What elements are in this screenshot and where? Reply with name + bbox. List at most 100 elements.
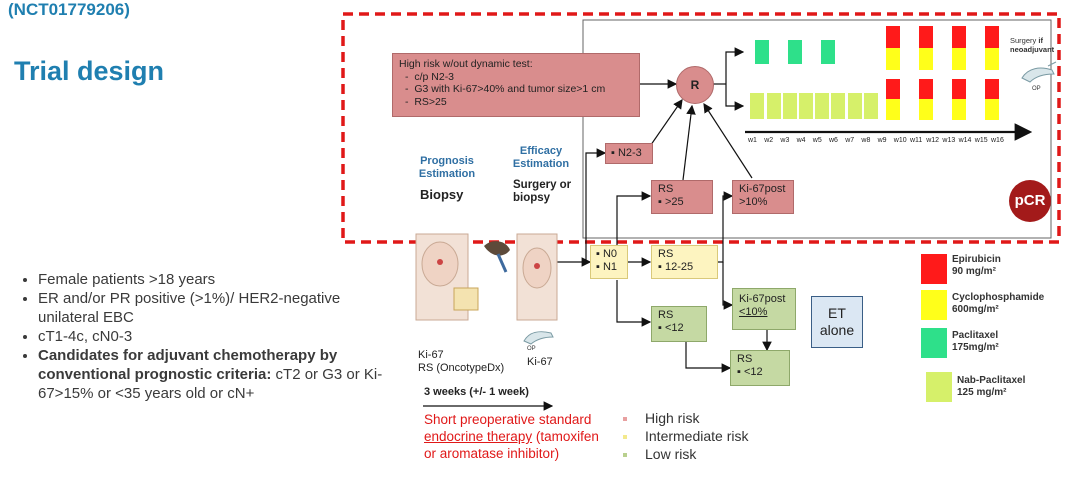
epirubicin-upper-1 (886, 26, 900, 48)
criterion-3: cT1-4c, cN0-3 (38, 327, 398, 346)
cyclophosphamide-lower-3 (952, 99, 966, 120)
high-risk-box: High risk w/out dynamic test: - c/p N2-3… (392, 53, 640, 117)
surgery-or-biopsy-label: Surgery or biopsy (513, 179, 572, 204)
nab-paclitaxel-dose-7 (848, 93, 862, 119)
et-alone-box: ET alone (811, 296, 863, 348)
criterion-4-rest: cT2 or G3 or Ki-67>15% or <35 years old … (38, 366, 383, 402)
week-label-w13: w13 (942, 137, 956, 144)
biopsy-label: Biopsy (420, 187, 464, 202)
high-risk-item-2: - G3 with Ki-67>40% and tumor size>1 cm (405, 83, 606, 95)
box-n2-3: ▪ N2-3 (605, 143, 653, 164)
inclusion-criteria: Female patients >18 years ER and/or PR p… (18, 270, 398, 403)
week-label-w12: w12 (926, 137, 940, 144)
epirubicin-lower-2 (919, 79, 933, 99)
week-label-w4: w4 (796, 137, 806, 144)
high-risk-item-3: - RS>25 (405, 95, 447, 108)
breast-surgery-illustration (516, 233, 558, 321)
ki67-label-left: Ki-67 (418, 349, 444, 361)
nab-paclitaxel-dose-3 (783, 93, 797, 119)
criterion-4-bold: Candidates for adjuvant chemotherapy by … (38, 347, 338, 383)
weeks-duration-label: 3 weeks (+/- 1 week) (424, 386, 529, 398)
week-label-w5: w5 (812, 137, 822, 144)
risk-legend-low: Low risk (623, 446, 696, 462)
nab-paclitaxel-dose-8 (864, 93, 878, 119)
week-label-w15: w15 (974, 137, 988, 144)
criterion-4: Candidates for adjuvant chemotherapy by … (38, 346, 398, 403)
box-ki67-post-low: Ki-67post <10% (732, 288, 796, 330)
surgery-if-neoadjuvant: Surgery if neoadjuvant (1010, 36, 1055, 54)
legend-swatch-epirubicin (921, 254, 947, 284)
week-label-w3: w3 (780, 137, 790, 144)
risk-dot-low (623, 453, 627, 458)
dashed-outline (341, 12, 1061, 244)
week-label-w9: w9 (877, 137, 887, 144)
legend-swatch-cyclophosphamide (921, 290, 947, 320)
week-label-w16: w16 (991, 137, 1004, 144)
breast-biopsy-illustration (415, 233, 510, 321)
nab-paclitaxel-dose-1 (750, 93, 764, 119)
box-n0-n1: ▪ N0 ▪ N1 (590, 245, 628, 279)
cyclophosphamide-upper-3 (952, 48, 966, 70)
endocrine-therapy-note: Short preoperative standard endocrine th… (424, 412, 599, 461)
nab-paclitaxel-dose-4 (799, 93, 813, 119)
paclitaxel-dose-1 (755, 40, 769, 64)
cyclophosphamide-upper-1 (886, 48, 900, 70)
paclitaxel-dose-3 (821, 40, 835, 64)
pcr-badge: pCR (1009, 180, 1051, 222)
epirubicin-lower-1 (886, 79, 900, 99)
nab-paclitaxel-dose-6 (831, 93, 845, 119)
criterion-1: Female patients >18 years (38, 270, 398, 289)
nab-paclitaxel-dose-5 (815, 93, 829, 119)
risk-legend-intermediate: Intermediate risk (623, 428, 748, 444)
risk-dot-high (623, 417, 627, 422)
op-label-top: OP (1032, 86, 1041, 92)
rs-oncotype-label: RS (OncotypeDx) (418, 362, 505, 374)
risk-legend-high: High risk (623, 410, 699, 426)
surgeon-hand-icon-bottom (523, 331, 554, 345)
risk-dot-intermediate (623, 435, 627, 440)
box-ki67-post-high: Ki-67post >10% (732, 180, 794, 214)
prognosis-estimation-label: Prognosis Estimation (418, 155, 476, 180)
box-rs-high: RS ▪ >25 (651, 180, 713, 214)
week-label-w11: w11 (910, 137, 923, 144)
week-label-w14: w14 (958, 137, 972, 144)
week-label-w1: w1 (748, 137, 757, 144)
criterion-2: ER and/or PR positive (>1%)/ HER2-negati… (38, 289, 398, 327)
box-rs-intermediate: RS ▪ 12-25 (651, 245, 718, 279)
cyclophosphamide-lower-4 (985, 99, 999, 120)
cyclophosphamide-lower-2 (919, 99, 933, 120)
page-title: Trial design (14, 56, 165, 86)
cyclophosphamide-upper-4 (985, 48, 999, 70)
op-label-bottom: OP (527, 346, 536, 352)
high-risk-item-1: - c/p N2-3 (405, 70, 455, 83)
box-rs-low-right: RS ▪ <12 (730, 350, 790, 386)
box-rs-low-left: RS ▪ <12 (651, 306, 707, 342)
cyclophosphamide-upper-2 (919, 48, 933, 70)
epirubicin-upper-3 (952, 26, 966, 48)
legend-swatch-nab-paclitaxel (926, 372, 952, 402)
nab-paclitaxel-dose-2 (767, 93, 781, 119)
week-label-w2: w2 (764, 137, 774, 144)
paclitaxel-dose-2 (788, 40, 802, 64)
week-label-w10: w10 (893, 137, 907, 144)
cyclophosphamide-lower-1 (886, 99, 900, 120)
week-label-w8: w8 (861, 137, 871, 144)
randomization-circle: R (676, 66, 714, 104)
high-risk-title: High risk w/out dynamic test: (399, 58, 533, 70)
trial-id: (NCT01779206) (8, 0, 130, 19)
week-label-w6: w6 (829, 137, 838, 144)
legend-swatch-paclitaxel (921, 328, 947, 358)
week-label-w7: w7 (845, 137, 855, 144)
epirubicin-lower-3 (952, 79, 966, 99)
epirubicin-lower-4 (985, 79, 999, 99)
epirubicin-upper-2 (919, 26, 933, 48)
epirubicin-upper-4 (985, 26, 999, 48)
surgeon-hand-icon (1021, 61, 1057, 83)
upper-panel-frame (582, 19, 1052, 239)
